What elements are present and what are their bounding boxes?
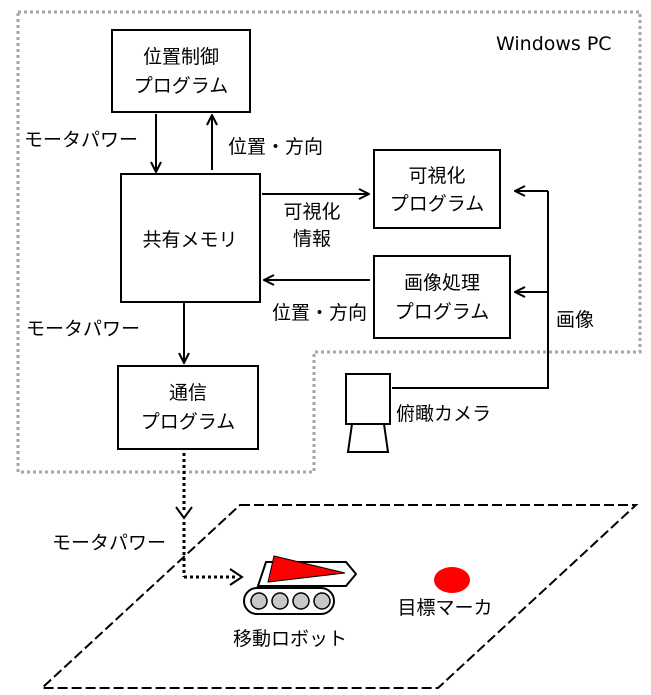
mobile-robot-icon: [243, 555, 358, 615]
image-feed-line: [392, 191, 549, 389]
label-motor-power-bottom: モータパワー: [52, 532, 166, 554]
label-position-direction-mid: 位置・方向: [272, 302, 367, 324]
position-control-line2: プログラム: [134, 75, 228, 97]
marker-label: 目標マーカ: [397, 597, 492, 619]
label-vis-info-line1: 可視化: [283, 201, 340, 223]
label-motor-power-top: モータパワー: [24, 129, 138, 151]
label-position-direction-top: 位置・方向: [228, 136, 323, 158]
windows-pc-label: Windows PC: [496, 33, 612, 55]
shared-memory-label: 共有メモリ: [142, 229, 237, 251]
image-processing-line1: 画像処理: [404, 272, 480, 294]
windows-pc-boundary: [16, 10, 642, 474]
communication-line2: プログラム: [141, 411, 235, 433]
position-control-box: [111, 29, 251, 113]
label-motor-power-mid: モータパワー: [26, 318, 140, 340]
communication-line1: 通信: [169, 382, 207, 404]
overhead-camera-icon: [345, 373, 391, 453]
shared-memory-box: [120, 173, 261, 303]
target-marker: [434, 567, 470, 593]
label-image: 画像: [556, 309, 594, 331]
wireless-arrowhead: [175, 506, 193, 520]
field-area: [39, 504, 639, 689]
position-control-line1: 位置制御: [143, 46, 219, 68]
image-processing-box: [373, 255, 511, 339]
camera-label: 俯瞰カメラ: [396, 403, 491, 425]
visualization-line1: 可視化: [408, 165, 465, 187]
visualization-line2: プログラム: [390, 193, 484, 215]
robot-direction-flag: [267, 555, 346, 583]
visualization-box: [373, 149, 501, 229]
image-processing-line2: プログラム: [395, 301, 489, 323]
label-vis-info-line2: 情報: [293, 228, 331, 250]
robot-label: 移動ロボット: [233, 628, 347, 650]
communication-box: [117, 365, 259, 450]
robot-arrowhead: [229, 568, 244, 586]
